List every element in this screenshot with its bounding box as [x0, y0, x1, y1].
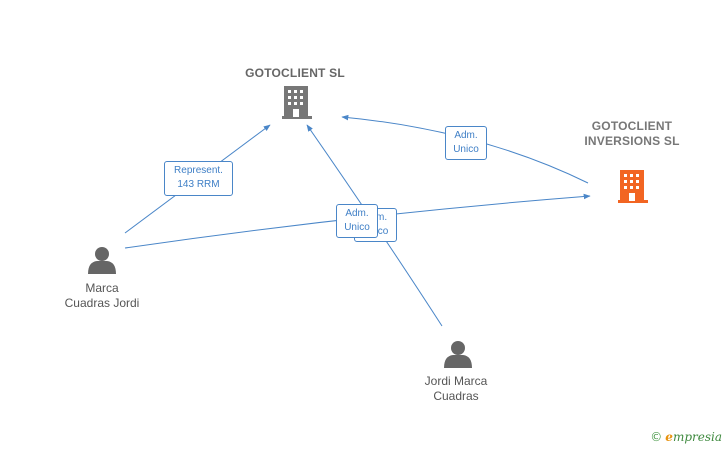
edge-label-represent: Represent. 143 RRM: [164, 161, 233, 196]
brand-initial: e: [665, 430, 673, 444]
company-label-gotoclient-inversiones[interactable]: GOTOCLIENT INVERSIONS SL: [584, 119, 680, 148]
edge-label-line: 143 RRM: [177, 179, 220, 190]
copyright-icon: ©: [650, 430, 663, 444]
brand-logo: ©empresia: [650, 430, 722, 444]
edge-label-adm-unico-jordi: Adm. Unico: [336, 204, 378, 238]
edge-label-line: Represent.: [174, 165, 223, 176]
edge-label-line: Unico: [344, 222, 370, 233]
edge-label-line: Adm.: [345, 208, 369, 219]
person-icon[interactable]: [88, 247, 116, 274]
person-icon[interactable]: [444, 341, 472, 368]
edge-label-adm-unico-inversiones: Adm. Unico: [445, 126, 487, 160]
edge-label-line: Adm.: [454, 130, 478, 141]
edge-label-line: Unico: [453, 144, 479, 155]
building-icon[interactable]: [282, 86, 312, 119]
company-label-gotoclient-sl[interactable]: GOTOCLIENT SL: [245, 66, 345, 80]
building-icon-highlight[interactable]: [618, 170, 648, 203]
brand-name: mpresia: [672, 430, 722, 444]
person-label-marca-cuadras-jordi[interactable]: Marca Cuadras Jordi: [64, 281, 140, 310]
person-label-jordi-marca-cuadras[interactable]: Jordi Marca Cuadras: [424, 374, 488, 403]
